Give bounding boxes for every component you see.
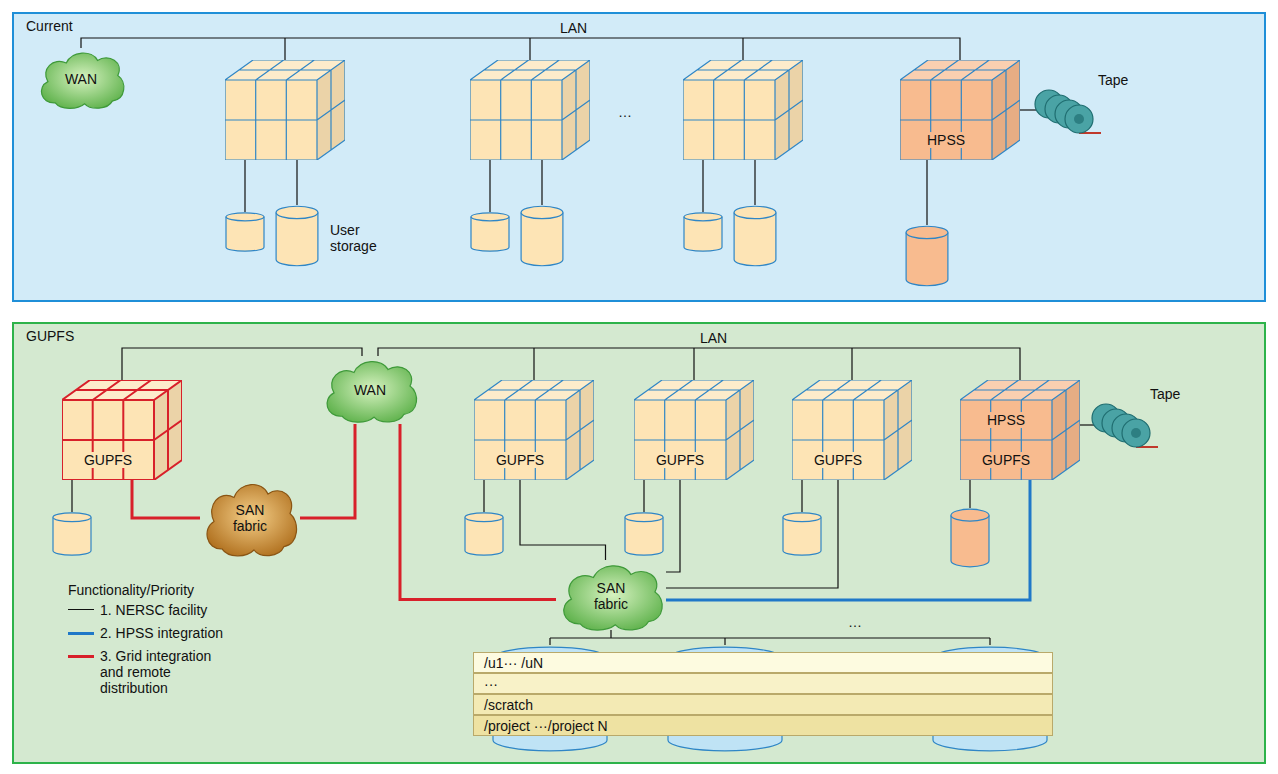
network-label: WAN — [65, 71, 97, 87]
ellipsis: … — [848, 614, 862, 630]
storage-label: User storage — [330, 222, 392, 254]
storage-disk — [951, 509, 989, 567]
network-label: SAN fabric — [224, 502, 276, 534]
server-cube: GUPFS — [62, 380, 182, 480]
network-link — [122, 348, 362, 380]
tape-label: Tape — [1098, 72, 1128, 88]
legend-line-sample — [68, 655, 94, 658]
wire — [550, 630, 990, 645]
network-cloud: WAN — [35, 48, 127, 110]
server-label: GUPFS — [654, 452, 706, 468]
server-label: HPSS — [925, 132, 967, 148]
network-link — [132, 480, 200, 518]
storage-disk — [471, 213, 509, 251]
legend-title: Functionality/Priority — [68, 582, 194, 598]
wire — [245, 160, 927, 225]
filesystem-band: ··· — [473, 673, 1053, 694]
legend-line-sample — [68, 609, 94, 610]
storage-disk — [734, 206, 776, 266]
storage-disk — [521, 206, 563, 266]
wire — [285, 38, 743, 60]
server-cube: GUPFS — [474, 380, 594, 480]
server-cube: HPSS GUPFS — [960, 380, 1080, 480]
network-link — [378, 348, 1020, 380]
system-panel: GUPFSGUPFSWANSAN fabricGUPFSGUPFSGUPFSHP… — [12, 322, 1266, 764]
filesystem-path: /u1··· /uN — [484, 655, 543, 671]
network-link — [666, 480, 680, 572]
link-label: LAN — [700, 330, 727, 346]
server-cube: HPSS — [900, 60, 1020, 160]
legend-text: 1. NERSC facility — [100, 602, 225, 618]
server-label: HPSS — [985, 412, 1027, 428]
wire — [72, 480, 970, 512]
filesystem-band: /project ···/project N — [473, 715, 1053, 736]
storage-disk — [226, 213, 264, 251]
current-panel-ground — [13, 13, 1265, 301]
storage-disk — [625, 513, 663, 555]
panel-title: Current — [26, 18, 73, 34]
wire — [534, 348, 852, 380]
filesystem-path: ··· — [484, 676, 498, 692]
network-link — [520, 480, 606, 560]
server-label: GUPFS — [82, 452, 134, 468]
server-cube — [225, 60, 803, 160]
filesystem-band: /scratch — [473, 694, 1053, 715]
tape-label: Tape — [1150, 386, 1180, 402]
tape-reels — [1035, 90, 1101, 133]
filesystem-path: /project ···/project N — [484, 718, 608, 734]
legend-text: 3. Grid integration and remote distribut… — [100, 648, 225, 696]
network-cloud: SAN fabric — [200, 478, 300, 558]
network-label: SAN fabric — [585, 580, 637, 612]
server-cube — [683, 60, 803, 160]
filesystem-band: /u1··· /uN — [473, 652, 1053, 673]
legend-line-sample — [68, 632, 94, 635]
network-cloud: SAN fabric — [556, 560, 666, 632]
wire — [1020, 109, 1036, 110]
server-cube — [225, 60, 345, 160]
gupfs-panel-ground — [13, 323, 1265, 763]
server-label: GUPFS — [980, 452, 1032, 468]
legend-text: 2. HPSS integration — [100, 625, 225, 641]
server-cube: GUPFS — [792, 380, 912, 480]
server-label: GUPFS — [494, 452, 546, 468]
wire — [72, 38, 1094, 645]
storage-disk — [465, 513, 503, 555]
server-label: GUPFS — [812, 452, 864, 468]
link-label: LAN — [560, 20, 587, 36]
storage-disk — [53, 513, 91, 555]
wire — [1080, 424, 1094, 425]
panel-title: GUPFS — [26, 328, 74, 344]
storage-disk — [906, 226, 948, 286]
network-link — [666, 480, 1030, 600]
tape-reels — [1092, 404, 1158, 447]
server-cube — [470, 60, 590, 160]
ellipsis: … — [618, 104, 632, 120]
storage-disk — [783, 513, 821, 555]
legend: 1. NERSC facility 2. HPSS integration 3. G… — [68, 602, 225, 703]
network-link — [300, 424, 355, 518]
server-cube: GUPFS — [634, 380, 754, 480]
network-link — [666, 480, 838, 588]
network-label: WAN — [354, 382, 386, 398]
network-cloud: WAN — [320, 356, 420, 424]
network-link — [81, 38, 960, 60]
storage-disk — [276, 206, 318, 266]
filesystem-path: /scratch — [484, 697, 533, 713]
system-panel: CurrentWAN HPSS — [12, 12, 1266, 302]
storage-disk — [684, 213, 722, 251]
